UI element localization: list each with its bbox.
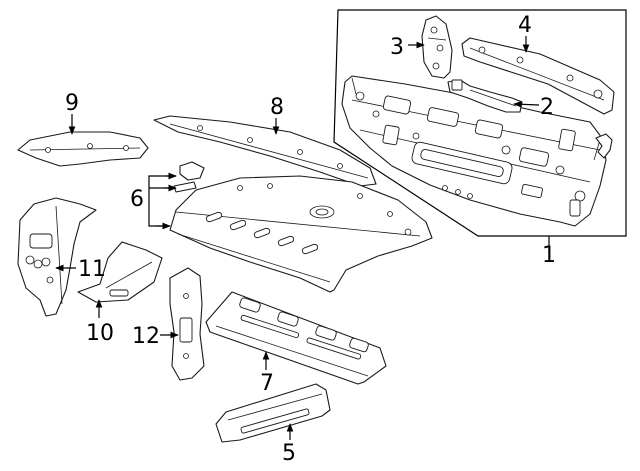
callout-4: 4 [518, 13, 532, 38]
small-clip [595, 133, 613, 159]
part-10-bracket [77, 241, 163, 303]
leader-6 [148, 175, 176, 227]
part-9-bracket [17, 131, 149, 167]
callout-11: 11 [78, 257, 106, 282]
callout-3: 3 [390, 35, 404, 60]
part-3-gusset [421, 15, 453, 79]
part-8-upper-panel [153, 115, 377, 187]
callout-5: 5 [282, 441, 296, 466]
assembly-frame [333, 9, 627, 237]
callout-12: 12 [132, 324, 160, 349]
callout-7: 7 [260, 371, 274, 396]
part-12-pillar [169, 267, 205, 381]
part-7-cross-member [205, 291, 387, 385]
clip-6-upper [179, 161, 205, 181]
part-4-rail [461, 37, 615, 115]
leader-2 [513, 100, 540, 108]
part-6-floor-panel [169, 175, 433, 293]
callout-6: 6 [130, 187, 144, 212]
clip-6-pin [173, 181, 197, 193]
callout-2: 2 [540, 95, 554, 120]
part-2-bracket [447, 79, 523, 113]
callout-10: 10 [86, 321, 114, 346]
callout-1: 1 [542, 243, 556, 268]
part-1-rear-panel [341, 75, 607, 227]
callout-8: 8 [270, 95, 284, 120]
part-11-wheelhouse [17, 197, 97, 317]
part-5-lower-rail [215, 383, 331, 443]
callout-9: 9 [65, 91, 79, 116]
